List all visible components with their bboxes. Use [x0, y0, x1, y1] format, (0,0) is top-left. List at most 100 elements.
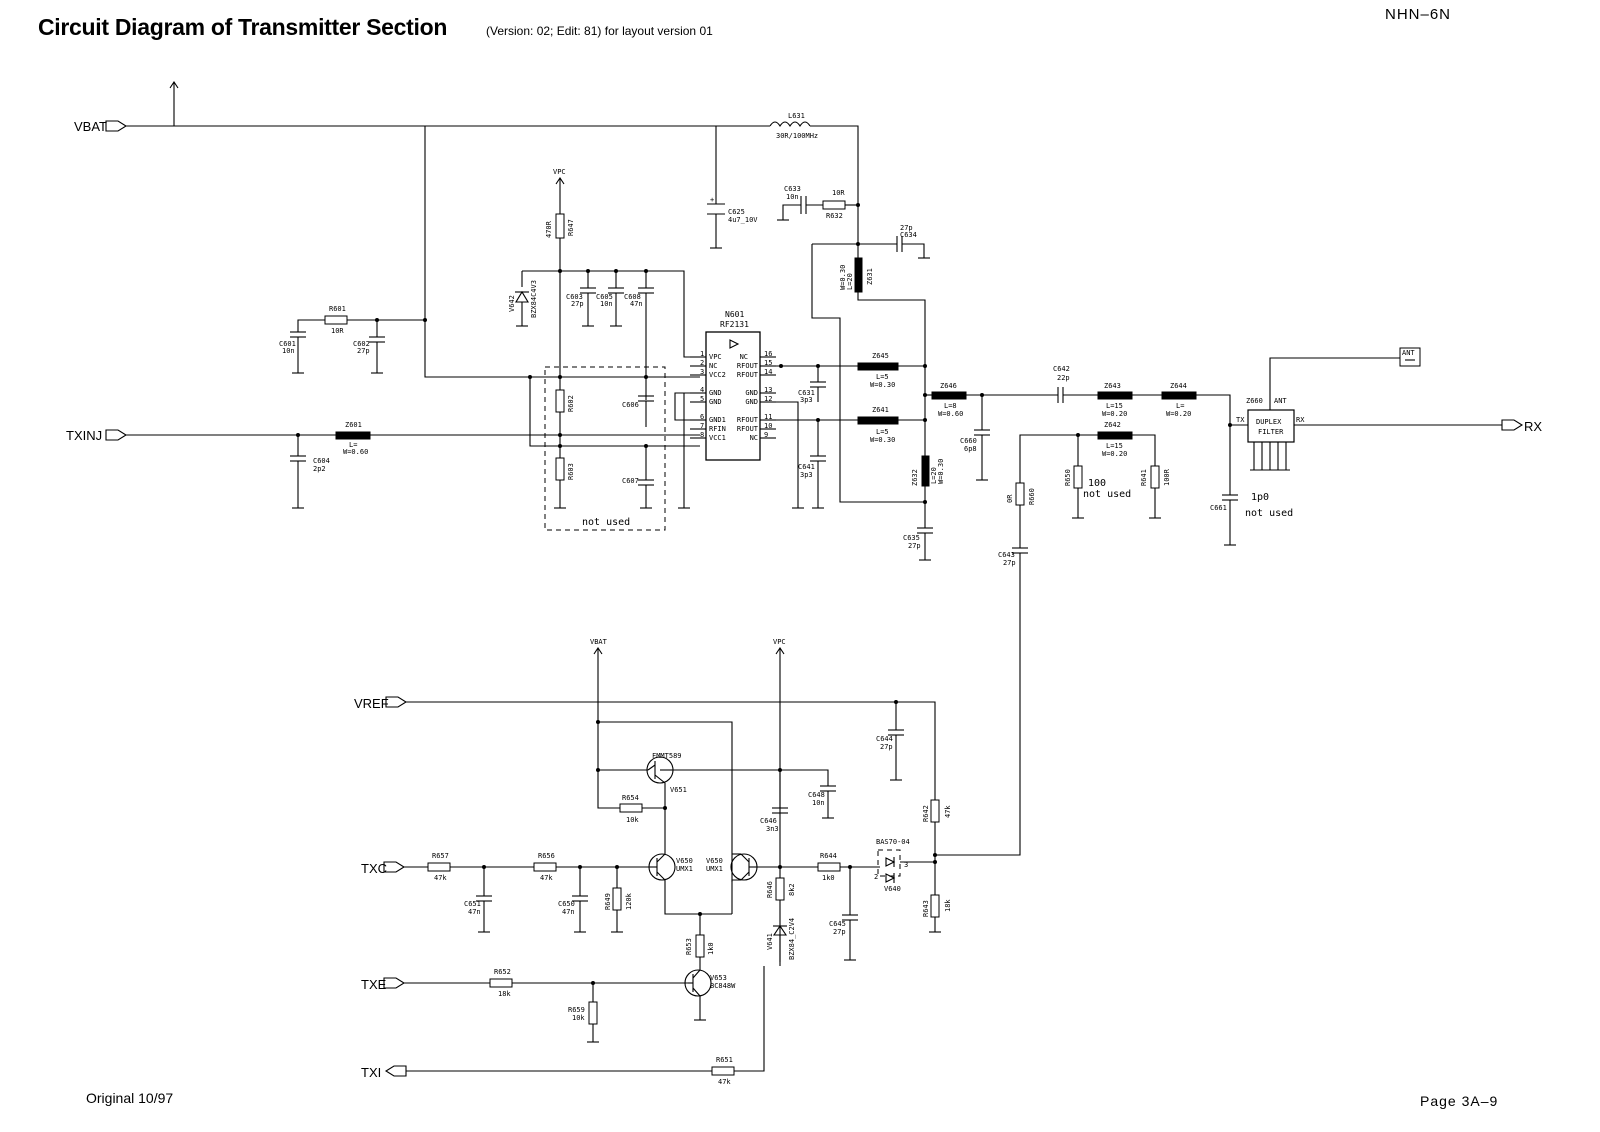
svg-text:6: 6	[700, 413, 704, 421]
txi-input: R651 47k	[711, 1056, 735, 1086]
svg-text:Z642: Z642	[1104, 421, 1121, 429]
svg-text:11: 11	[764, 413, 772, 421]
svg-text:18k: 18k	[498, 990, 511, 998]
svg-text:8: 8	[700, 431, 704, 439]
svg-text:V640: V640	[884, 885, 901, 893]
port-vbat: VBAT	[74, 119, 107, 134]
duplex-filter: Z660 ANT TX RX DUPLEX FILTER ANT	[1236, 347, 1502, 471]
c633-r632-branch: C633 10n 10R R632	[777, 185, 860, 221]
svg-text:C605: C605	[596, 293, 613, 301]
svg-text:10R: 10R	[331, 327, 344, 335]
svg-text:BZX84_C2V4: BZX84_C2V4	[788, 918, 796, 960]
svg-text:R632: R632	[826, 212, 843, 220]
svg-text:R657: R657	[432, 852, 449, 860]
svg-text:C607: C607	[622, 477, 639, 485]
l631-ref: L631	[788, 112, 805, 120]
svg-text:RFIN: RFIN	[709, 425, 726, 433]
svg-text:R603: R603	[567, 463, 575, 480]
svg-text:FMMT589: FMMT589	[652, 752, 682, 760]
svg-text:not used: not used	[1083, 489, 1131, 500]
svg-text:R650: R650	[1064, 469, 1072, 486]
port-txc: TXC	[361, 861, 387, 876]
svg-text:V653: V653	[710, 974, 727, 982]
svg-text:VPC: VPC	[773, 638, 786, 646]
capacitor-c625: + C625 4u7_10V	[707, 196, 758, 224]
svg-text:27p: 27p	[833, 928, 846, 936]
svg-text:47k: 47k	[718, 1078, 731, 1086]
svg-text:L=5: L=5	[876, 428, 889, 436]
svg-text:NC: NC	[750, 434, 758, 442]
transistor-v651: FMMT589 V651 R654 10k	[597, 752, 687, 850]
not-used-area: not used R602 R603 C606 C607	[528, 366, 700, 531]
svg-text:L=8: L=8	[944, 402, 957, 410]
svg-text:22p: 22p	[1057, 374, 1070, 382]
svg-text:Z632: Z632	[911, 469, 919, 486]
n601-left-wiring	[554, 392, 690, 509]
svg-text:10n: 10n	[786, 193, 799, 201]
svg-text:100: 100	[1088, 478, 1106, 489]
svg-text:V650: V650	[676, 857, 693, 865]
svg-text:C606: C606	[622, 401, 639, 409]
svg-text:3p3: 3p3	[800, 396, 813, 404]
svg-text:GND: GND	[709, 389, 722, 397]
svg-text:C641: C641	[798, 463, 815, 471]
svg-text:R647: R647	[567, 219, 575, 236]
port-rx: RX	[1524, 419, 1542, 434]
svg-text:10R: 10R	[832, 189, 845, 197]
svg-text:Z645: Z645	[872, 352, 889, 360]
svg-text:L=20: L=20	[930, 467, 938, 484]
svg-text:C603: C603	[566, 293, 583, 301]
svg-text:V641: V641	[766, 933, 774, 950]
svg-text:Z646: Z646	[940, 382, 957, 390]
svg-text:W=0.20: W=0.20	[1102, 450, 1127, 458]
svg-text:3: 3	[904, 861, 908, 869]
svg-text:18k: 18k	[944, 899, 952, 912]
svg-text:R651: R651	[716, 1056, 733, 1064]
svg-text:FILTER: FILTER	[1258, 428, 1284, 436]
svg-text:Z631: Z631	[866, 268, 874, 285]
svg-text:47k: 47k	[944, 805, 952, 818]
svg-text:V650: V650	[706, 857, 723, 865]
svg-text:C601: C601	[279, 340, 296, 348]
svg-text:BZX84C4V3: BZX84C4V3	[530, 280, 538, 318]
svg-text:47k: 47k	[434, 874, 447, 882]
diode-v640: BAS70-04 V640 2 3 R642 47k R643 18k	[874, 799, 952, 933]
svg-text:10: 10	[764, 422, 772, 430]
svg-text:VCC1: VCC1	[709, 434, 726, 442]
svg-text:9: 9	[764, 431, 768, 439]
r601-filter: R601 10R C601 10n C602 27p	[279, 305, 427, 374]
svg-text:6p8: 6p8	[964, 445, 977, 453]
svg-text:Z641: Z641	[872, 406, 889, 414]
svg-text:C642: C642	[1053, 365, 1070, 373]
svg-text:R601: R601	[329, 305, 346, 313]
svg-text:C644: C644	[876, 735, 893, 743]
svg-text:C648: C648	[808, 791, 825, 799]
svg-text:GND: GND	[745, 398, 758, 406]
svg-text:C635: C635	[903, 534, 920, 542]
svg-text:Z660: Z660	[1246, 397, 1263, 405]
svg-text:W=0.30: W=0.30	[937, 459, 945, 484]
svg-text:NC: NC	[709, 362, 717, 370]
svg-text:27p: 27p	[1003, 559, 1016, 567]
port-txe: TXE	[361, 977, 387, 992]
svg-text:3p3: 3p3	[800, 471, 813, 479]
model-code: NHN–6N	[1385, 6, 1452, 23]
svg-text:UMX1: UMX1	[676, 865, 693, 873]
svg-text:R649: R649	[604, 893, 612, 910]
svg-text:W=0.30: W=0.30	[839, 265, 847, 290]
svg-text:C604: C604	[313, 457, 330, 465]
port-txinj: TXINJ	[66, 428, 102, 443]
svg-text:VPC: VPC	[709, 353, 722, 361]
svg-text:BC848W: BC848W	[710, 982, 736, 990]
svg-text:1k0: 1k0	[707, 942, 715, 955]
svg-text:C625: C625	[728, 208, 745, 216]
svg-text:10k: 10k	[626, 816, 639, 824]
svg-text:100R: 100R	[1163, 468, 1171, 486]
svg-text:VCC2: VCC2	[709, 371, 726, 379]
vpc-supply-n601: VPC 470R R647 V642 BZX84C4V3 C603 27p C6…	[508, 168, 700, 508]
svg-text:4: 4	[700, 386, 704, 394]
svg-text:2: 2	[874, 873, 878, 881]
svg-text:2p2: 2p2	[313, 465, 326, 473]
svg-text:C602: C602	[353, 340, 370, 348]
